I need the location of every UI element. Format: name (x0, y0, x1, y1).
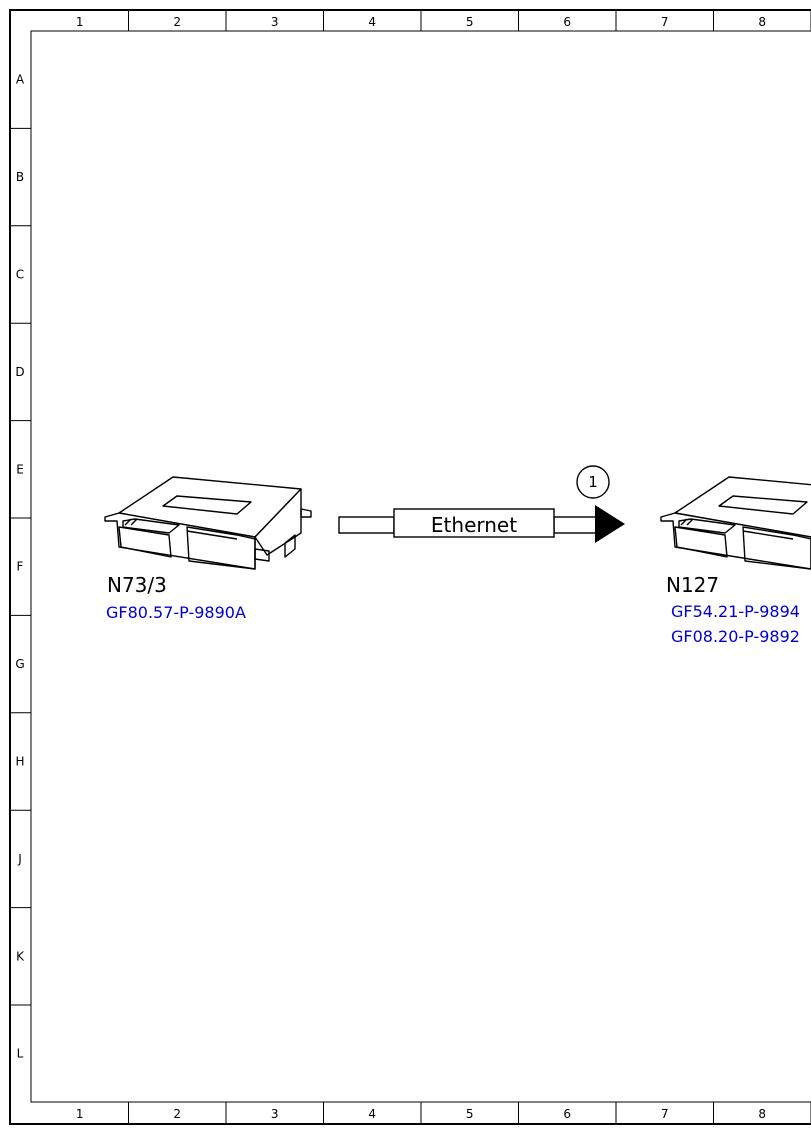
column-label-1: 1 (76, 15, 84, 29)
column-label-5: 5 (466, 1107, 474, 1121)
component-label-n127: N127 (666, 573, 719, 597)
column-label-4: 4 (368, 1107, 376, 1121)
row-label-B: B (16, 170, 24, 184)
column-label-1: 1 (76, 1107, 84, 1121)
column-label-7: 7 (661, 15, 669, 29)
ref-link-n127-1[interactable]: GF54.21-P-9894 (671, 602, 800, 621)
row-label-L: L (17, 1047, 24, 1061)
bus-line-left (338, 516, 395, 534)
column-ruler-top: 1 2 3 4 5 6 7 8 (76, 10, 811, 31)
bus-label-box (393, 508, 555, 538)
bus-label: Ethernet (431, 513, 517, 537)
row-ruler-left: A B C D E F G H J K L (10, 73, 31, 1061)
row-label-J: J (17, 852, 22, 866)
outer-frame (9, 9, 811, 1125)
row-label-F: F (17, 560, 24, 574)
column-label-5: 5 (466, 15, 474, 29)
component-label-n73-3: N73/3 (107, 573, 167, 597)
column-label-3: 3 (271, 15, 279, 29)
row-label-K: K (16, 949, 25, 963)
column-label-4: 4 (368, 15, 376, 29)
column-label-8: 8 (758, 15, 766, 29)
row-label-E: E (16, 462, 24, 476)
column-ruler-bottom: 1 2 3 4 5 6 7 8 (76, 1102, 811, 1124)
row-label-H: H (15, 755, 24, 769)
row-label-A: A (16, 73, 25, 87)
ref-link-n127-2[interactable]: GF08.20-P-9892 (671, 627, 800, 646)
callout-circle (576, 465, 610, 499)
row-label-G: G (15, 657, 24, 671)
ecu-n73-3-icon[interactable] (104, 476, 312, 570)
arrow-head-icon (595, 505, 625, 543)
ref-link-n73-3-1[interactable]: GF80.57-P-9890A (106, 603, 246, 622)
column-label-2: 2 (173, 15, 181, 29)
column-label-3: 3 (271, 1107, 279, 1121)
row-label-D: D (15, 365, 24, 379)
bus-line-right (553, 516, 597, 534)
callout-1[interactable]: 1 (576, 465, 610, 499)
ecu-n127-icon[interactable] (660, 476, 811, 570)
column-label-6: 6 (563, 15, 571, 29)
ethernet-connection: Ethernet (338, 505, 625, 543)
row-label-C: C (16, 268, 24, 282)
column-label-8: 8 (758, 1107, 766, 1121)
column-label-2: 2 (173, 1107, 181, 1121)
callout-number: 1 (588, 473, 598, 491)
inner-frame (30, 30, 811, 1103)
column-label-7: 7 (661, 1107, 669, 1121)
column-label-6: 6 (563, 1107, 571, 1121)
